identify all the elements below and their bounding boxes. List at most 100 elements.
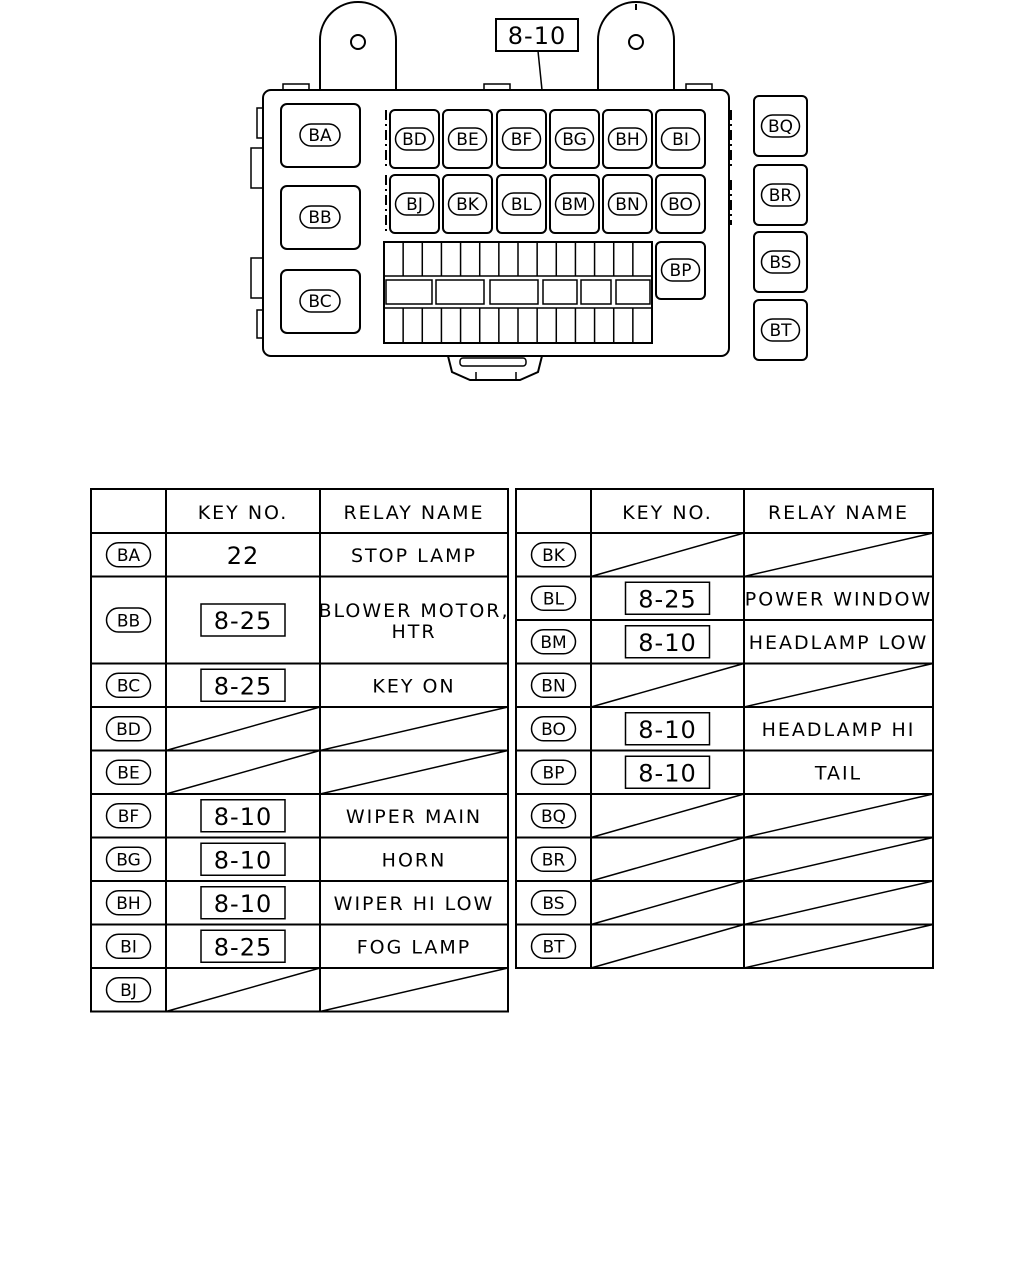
- table-row: BL 8-25 POWER WINDOW: [516, 581, 933, 621]
- relay-bl-label: BL: [501, 192, 542, 216]
- header-relay-name: RELAY NAME: [768, 502, 909, 524]
- relay-socket-bo: [655, 174, 706, 234]
- relay-bk-label-text: BK: [456, 195, 480, 215]
- empty-key-slash: [590, 793, 745, 839]
- relay-be-label-text: BE: [456, 130, 478, 150]
- relay-bh-label-text: BH: [615, 130, 639, 150]
- empty-name-slash: [743, 923, 934, 969]
- relay-name: POWER WINDOW: [745, 588, 932, 610]
- relay-bd-label: BD: [394, 127, 435, 151]
- header-key-no: KEY NO.: [198, 502, 289, 524]
- table-row: BN: [516, 662, 934, 708]
- relay-name-line2: HTR: [391, 621, 436, 643]
- right-mounting-ear: [597, 1, 675, 90]
- relay-name: FOG LAMP: [357, 936, 472, 958]
- right-mounting-hole: [628, 34, 644, 50]
- relay-br-label-text: BR: [769, 186, 793, 206]
- key-no-value: 8-10: [638, 629, 696, 657]
- key-no-value: 8-10: [214, 890, 272, 918]
- relay-bg-label: BG: [554, 127, 595, 151]
- relay-bn-label: BN: [607, 192, 648, 216]
- empty-name-slash: [319, 749, 509, 795]
- key-no-value: 8-10: [214, 803, 272, 831]
- relay-bg-label-text: BG: [562, 130, 587, 150]
- relay-socket-br: [753, 164, 808, 226]
- row-bg-label: BG: [105, 846, 152, 872]
- row-bl-label-text: BL: [543, 590, 565, 610]
- row-bj-label-text: BJ: [120, 981, 137, 1001]
- relay-bd-label-text: BD: [402, 130, 427, 150]
- row-bd-label-text: BD: [116, 720, 141, 740]
- left-mounting-hole: [350, 34, 366, 50]
- relay-name: WIPER HI LOW: [334, 893, 495, 915]
- relay-bs-label: BS: [760, 250, 801, 274]
- relay-bb-label-text: BB: [308, 208, 331, 228]
- relay-socket-bm: [549, 174, 600, 234]
- relay-name: HORN: [382, 849, 447, 871]
- relay-name: BLOWER MOTOR,: [318, 600, 509, 622]
- empty-name-slash: [743, 880, 934, 926]
- relay-bi-label-text: BI: [672, 130, 689, 150]
- relay-socket-bh: [602, 109, 653, 169]
- relay-be-label: BE: [447, 127, 488, 151]
- callout-label: 8-10: [508, 22, 566, 50]
- relay-name: HEADLAMP HI: [762, 719, 916, 741]
- row-be-label-text: BE: [117, 764, 139, 784]
- empty-key-slash: [165, 706, 321, 752]
- row-bn-label-text: BN: [541, 677, 565, 697]
- relay-box-housing: [262, 89, 730, 357]
- row-bq-label: BQ: [530, 803, 577, 829]
- row-bi-label-text: BI: [120, 938, 137, 958]
- relay-bq-label-text: BQ: [768, 117, 793, 137]
- key-no-value: 8-10: [214, 846, 272, 874]
- relay-socket-bn: [602, 174, 653, 234]
- empty-key-slash: [590, 923, 745, 969]
- relay-socket-bs: [753, 231, 808, 293]
- table-row: BE: [91, 749, 509, 795]
- empty-name-slash: [743, 532, 934, 578]
- relay-bj-label: BJ: [394, 192, 435, 216]
- key-box: [200, 603, 286, 637]
- row-ba-label-text: BA: [117, 546, 141, 566]
- key-box: [200, 929, 286, 963]
- key-no-value: 8-25: [638, 585, 696, 613]
- key-no-value: 8-10: [638, 716, 696, 744]
- row-bo-label-text: BO: [541, 720, 566, 740]
- row-br-label: BR: [530, 846, 577, 872]
- header-relay-name: RELAY NAME: [343, 502, 484, 524]
- row-be-label: BE: [105, 759, 152, 785]
- table-row: BO 8-10 HEADLAMP HI: [516, 712, 933, 752]
- relay-bs-label-text: BS: [769, 253, 791, 273]
- callout-box: [495, 18, 579, 52]
- table-row: BQ: [516, 793, 934, 839]
- empty-key-slash: [165, 749, 321, 795]
- relay-bf-label-text: BF: [511, 130, 532, 150]
- relay-socket-bj: [389, 174, 440, 234]
- table-row: BT: [516, 923, 934, 969]
- key-no-value: 8-10: [638, 759, 696, 787]
- relay-bb-label: BB: [299, 205, 341, 229]
- table-row: BD: [91, 706, 509, 752]
- key-no-value: 8-25: [214, 672, 272, 700]
- relay-bi-label: BI: [660, 127, 701, 151]
- relay-name: STOP LAMP: [351, 545, 477, 567]
- row-bf-label-text: BF: [118, 807, 139, 827]
- row-bh-label-text: BH: [116, 894, 140, 914]
- row-bk-label-text: BK: [542, 546, 566, 566]
- row-bn-label: BN: [530, 672, 577, 698]
- empty-key-slash: [590, 662, 745, 708]
- row-bm-label: BM: [530, 629, 577, 655]
- row-bd-label: BD: [105, 716, 152, 742]
- empty-name-slash: [743, 836, 934, 882]
- relay-ba-label: BA: [299, 123, 341, 147]
- relay-bh-label: BH: [607, 127, 648, 151]
- empty-name-slash: [319, 967, 509, 1013]
- relay-bn-label-text: BN: [615, 195, 639, 215]
- relay-bo-label-text: BO: [668, 195, 693, 215]
- table-row: BS: [516, 880, 934, 926]
- relay-name: TAIL: [814, 762, 862, 784]
